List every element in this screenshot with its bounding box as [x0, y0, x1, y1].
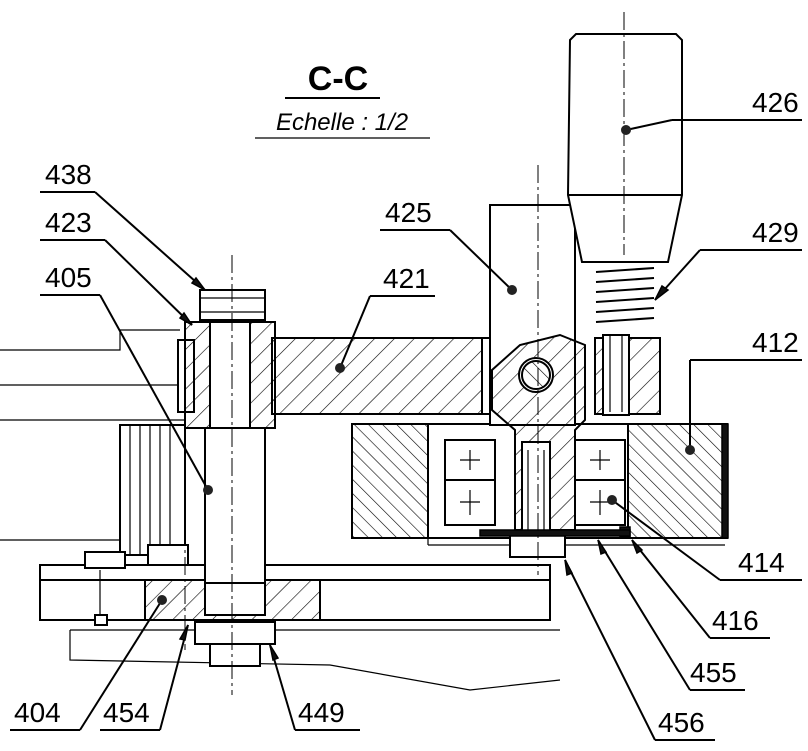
view-title: C-C [308, 60, 368, 98]
callout-429: 429 [752, 217, 799, 248]
shaft-405-assembly [177, 289, 276, 667]
callout-454: 454 [103, 697, 150, 728]
view-title-block: C-C Echelle : 1/2 [255, 60, 430, 139]
callout-416: 416 [712, 605, 759, 636]
callout-456: 456 [658, 707, 705, 738]
callout-421: 421 [383, 263, 430, 294]
handle-426 [566, 33, 683, 263]
callout-425: 425 [385, 197, 432, 228]
callout-438: 438 [45, 159, 92, 190]
callout-449: 449 [298, 697, 345, 728]
spring-429 [595, 267, 655, 416]
callout-412: 412 [752, 327, 799, 358]
callout-labels: 426 429 412 425 438 423 405 421 414 416 … [14, 87, 799, 738]
view-scale: Echelle : 1/2 [276, 109, 408, 136]
callout-423: 423 [45, 207, 92, 238]
callout-404: 404 [14, 697, 61, 728]
callout-405: 405 [45, 262, 92, 293]
callout-414: 414 [738, 547, 785, 578]
callout-455: 455 [690, 657, 737, 688]
leader-lines [10, 119, 802, 741]
callout-426: 426 [752, 87, 799, 118]
plate-421 [271, 337, 661, 415]
